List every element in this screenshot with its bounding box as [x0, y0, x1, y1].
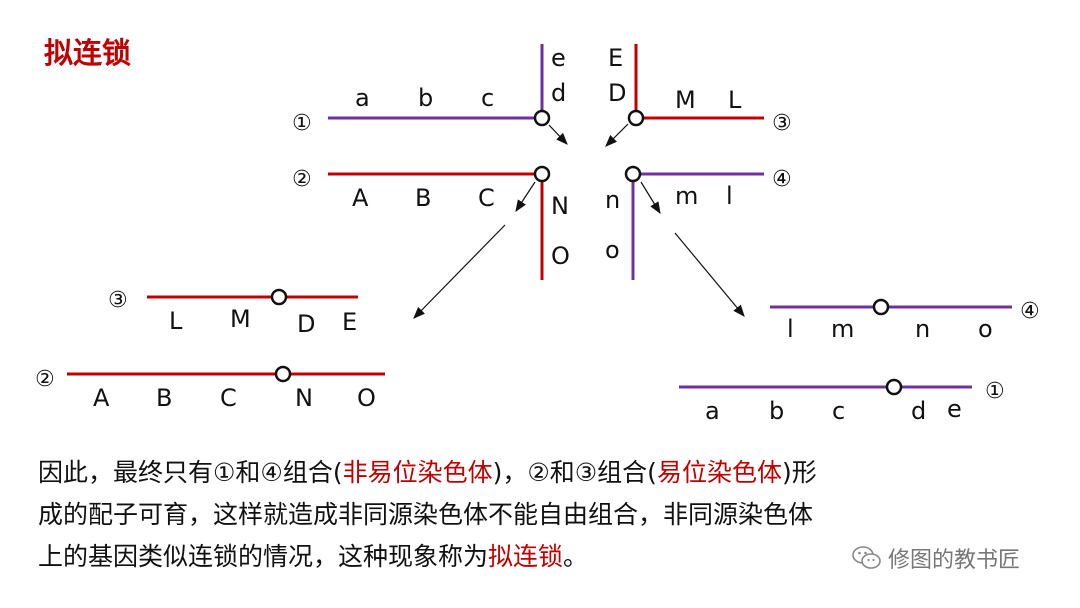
caption-segment: 。: [563, 542, 589, 571]
watermark-text: 修图的教书匠: [888, 548, 1021, 573]
arrow: [605, 123, 629, 147]
highlight-translocated: 易位染色体: [656, 458, 782, 487]
caption-segment: 上的基因类似连锁的情况，这种现象称为: [38, 542, 489, 571]
gene-label: B: [156, 384, 172, 412]
arrow: [674, 232, 745, 317]
gene-label: A: [93, 384, 110, 412]
gene-label: n: [915, 315, 930, 343]
wechat-icon: [852, 546, 881, 569]
gene-label: D: [608, 79, 626, 107]
circled-number-4: ④: [772, 167, 792, 192]
gene-label: c: [832, 397, 845, 425]
circled-number-2: ②: [35, 367, 55, 392]
gene-label: n: [605, 186, 620, 214]
centromere: [274, 365, 292, 383]
arrow: [413, 224, 506, 319]
gene-label: L: [169, 307, 183, 335]
slide-title: 拟连锁: [44, 36, 132, 70]
gene-label: C: [220, 384, 237, 412]
caption-line: 成的配子可育，这样就造成非同源染色体不能自由组合，非同源染色体: [38, 500, 814, 529]
circled-number-1: ①: [985, 379, 1005, 404]
gene-label: M: [675, 86, 696, 114]
centromere-1: [533, 109, 551, 127]
gene-label: N: [551, 192, 569, 220]
caption-segment: )，②和③组合(: [492, 458, 657, 487]
gene-label: l: [787, 315, 794, 343]
gene-label: L: [728, 86, 742, 114]
circled-number-3: ③: [772, 111, 792, 136]
centromere-3: [627, 109, 645, 127]
centromere: [270, 288, 288, 306]
gene-label: M: [230, 305, 251, 333]
gene-label: a: [355, 84, 370, 112]
circled-number-4: ④: [1020, 299, 1040, 324]
gene-label: E: [342, 308, 357, 336]
arrow: [640, 181, 661, 215]
centromere: [872, 298, 890, 316]
gene-label: o: [605, 236, 620, 264]
gene-label: D: [297, 310, 315, 338]
gene-label: d: [911, 397, 926, 425]
gene-label: l: [726, 182, 733, 210]
highlight-pseudo-linkage: 拟连锁: [488, 542, 564, 571]
arrow: [548, 124, 568, 145]
caption-line: 上的基因类似连锁的情况，这种现象称为拟连锁。: [38, 536, 1028, 578]
gene-label: e: [551, 44, 566, 72]
centromere-4: [624, 165, 642, 183]
gene-label: b: [769, 397, 784, 425]
gene-label: E: [608, 44, 623, 72]
gene-label: d: [551, 79, 566, 107]
circled-number-1: ①: [292, 111, 312, 136]
watermark: 修图的教书匠: [852, 542, 1020, 574]
gene-label: B: [415, 184, 431, 212]
gene-label: N: [295, 384, 313, 412]
arrow: [515, 181, 536, 213]
highlight-non-translocated: 非易位染色体: [342, 458, 493, 487]
circled-number-3: ③: [108, 288, 128, 313]
circled-number-2: ②: [292, 167, 312, 192]
gene-label: C: [478, 184, 495, 212]
gene-label: m: [831, 315, 854, 343]
gene-label: e: [947, 395, 962, 423]
caption-segment: )形: [781, 458, 817, 487]
pseudo-linkage-diagram: ① a b c e d ③ E D M L ② A B C N O ④ n o …: [35, 44, 1040, 425]
gene-label: c: [481, 84, 494, 112]
gene-label: O: [357, 384, 376, 412]
gene-label: m: [675, 182, 698, 210]
gene-label: b: [418, 84, 433, 112]
gene-label: O: [551, 242, 570, 270]
caption-line: 因此，最终只有①和④组合(非易位染色体)，②和③组合(易位染色体)形: [38, 452, 1028, 494]
centromere-2: [533, 165, 551, 183]
gene-label: a: [705, 397, 720, 425]
gene-label: A: [352, 184, 369, 212]
caption-text: 因此，最终只有①和④组合(非易位染色体)，②和③组合(易位染色体)形 成的配子可…: [38, 452, 1028, 578]
gene-label: o: [978, 315, 993, 343]
caption-segment: 因此，最终只有①和④组合(: [38, 458, 343, 487]
centromere: [885, 378, 903, 396]
